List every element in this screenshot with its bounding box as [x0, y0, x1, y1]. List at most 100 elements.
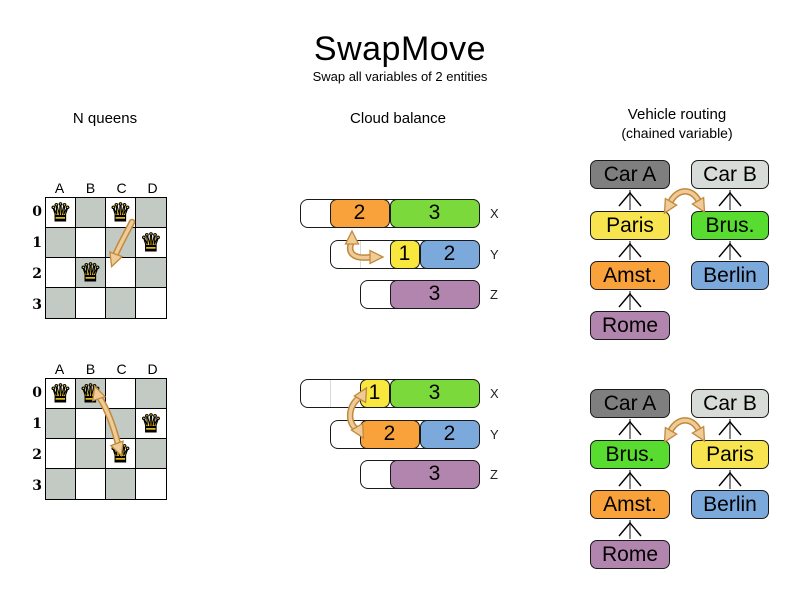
col-label: D	[147, 361, 159, 377]
cloud-process: 2	[419, 419, 480, 449]
queen-icon: ♛	[109, 198, 133, 227]
vehicle-node-brus: Brus.	[590, 440, 670, 469]
board-cell	[136, 379, 166, 409]
board-cell	[76, 228, 106, 258]
board-cell	[106, 228, 136, 258]
board-cell	[136, 258, 166, 288]
cloud-process: 3	[389, 279, 480, 309]
cloud-computer-x-before: 2 3	[300, 198, 480, 228]
row-label: 0	[32, 385, 42, 401]
queen-icon: ♛	[139, 228, 163, 257]
col-label: A	[54, 361, 66, 377]
vehicle-node-rome: Rome	[590, 540, 670, 569]
cloud-process: 3	[389, 459, 480, 489]
row-label: 1	[32, 235, 42, 251]
cloud-computer-x-after: 1 3	[300, 378, 480, 408]
board-cell	[46, 409, 76, 439]
cloud-process: 2	[329, 198, 390, 228]
unit-tick	[359, 241, 361, 268]
cloud-computer-z-after: 3	[360, 459, 480, 489]
vehicle-node-car-a: Car A	[590, 389, 670, 418]
queen-icon: ♛	[109, 439, 133, 468]
vehicle-routing-heading: Vehicle routing	[627, 106, 727, 123]
vehicle-node-car-b: Car B	[691, 160, 769, 189]
board-cell: ♛	[136, 228, 166, 258]
queen-icon: ♛	[79, 379, 103, 408]
row-label: 3	[32, 297, 42, 313]
cloud-computer-y-after: 2 2	[330, 419, 480, 449]
board-cell	[136, 469, 166, 499]
board-cell	[46, 228, 76, 258]
queen-icon: ♛	[139, 409, 163, 438]
vehicle-node-rome: Rome	[590, 311, 670, 340]
nqueens-board-before: ♛ ♛ ♛ ♛	[45, 197, 167, 319]
col-label: D	[147, 180, 159, 196]
cloud-process: 3	[389, 198, 480, 228]
queen-icon: ♛	[49, 198, 73, 227]
col-label: B	[85, 180, 97, 196]
board-cell	[106, 469, 136, 499]
board-cell	[136, 198, 166, 228]
row-label: 2	[32, 266, 42, 282]
board-cell: ♛	[76, 258, 106, 288]
cloud-balance-heading: Cloud balance	[350, 110, 446, 127]
board-cell	[106, 409, 136, 439]
row-label: 2	[32, 447, 42, 463]
board-cell: ♛	[46, 379, 76, 409]
vehicle-node-amst: Amst.	[590, 490, 670, 519]
col-label: A	[54, 180, 66, 196]
vehicle-routing-subheading: (chained variable)	[621, 125, 733, 141]
board-cell	[106, 258, 136, 288]
board-cell	[76, 439, 106, 469]
board-cell: ♛	[76, 379, 106, 409]
board-cell	[76, 198, 106, 228]
chain-connector	[618, 190, 742, 310]
computer-label: Y	[490, 427, 499, 442]
queen-icon: ♛	[79, 258, 103, 287]
vehicle-node-amst: Amst.	[590, 261, 670, 290]
board-cell: ♛	[46, 198, 76, 228]
col-label: B	[85, 361, 97, 377]
cloud-process: 2	[419, 239, 480, 269]
board-cell	[136, 439, 166, 469]
board-cell	[76, 409, 106, 439]
board-cell: ♛	[106, 439, 136, 469]
board-cell	[46, 439, 76, 469]
board-cell: ♛	[136, 409, 166, 439]
unit-tick	[329, 380, 331, 407]
computer-label: Y	[490, 247, 499, 262]
nqueens-heading: N queens	[72, 110, 138, 127]
vehicle-node-paris: Paris	[691, 440, 769, 469]
page-title: SwapMove	[313, 30, 487, 68]
nqueens-board-after: ♛ ♛ ♛ ♛	[45, 378, 167, 500]
row-label: 3	[32, 478, 42, 494]
vehicle-node-berlin: Berlin	[691, 261, 769, 290]
board-cell	[76, 288, 106, 318]
vehicle-node-paris: Paris	[590, 211, 670, 240]
vehicle-node-brus: Brus.	[691, 211, 769, 240]
board-cell	[46, 288, 76, 318]
computer-label: Z	[490, 467, 498, 482]
vehicle-node-berlin: Berlin	[691, 490, 769, 519]
vehicle-node-car-a: Car A	[590, 160, 670, 189]
cloud-computer-y-before: 1 2	[330, 239, 480, 269]
cloud-process: 1	[389, 239, 420, 269]
board-cell	[106, 288, 136, 318]
board-cell	[46, 469, 76, 499]
chain-connector	[618, 419, 742, 539]
board-cell	[136, 288, 166, 318]
board-cell	[46, 258, 76, 288]
computer-label: Z	[490, 287, 498, 302]
col-label: C	[116, 180, 128, 196]
board-cell	[106, 379, 136, 409]
computer-label: X	[490, 386, 499, 401]
row-label: 1	[32, 416, 42, 432]
board-cell	[76, 469, 106, 499]
row-label: 0	[32, 204, 42, 220]
cloud-process: 2	[359, 419, 420, 449]
col-label: C	[116, 361, 128, 377]
cloud-process: 3	[389, 378, 480, 408]
page-subtitle: Swap all variables of 2 entities	[312, 69, 488, 84]
computer-label: X	[490, 206, 499, 221]
